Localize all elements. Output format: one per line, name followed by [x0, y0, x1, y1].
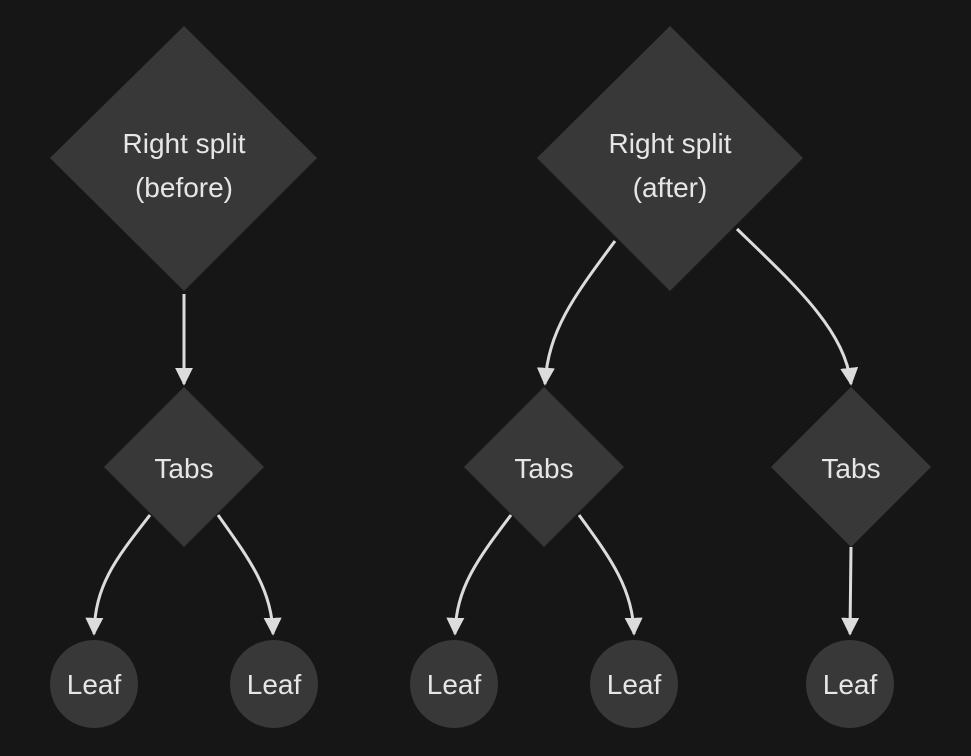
- edge-tabs-to-leaf-2: [216, 514, 282, 636]
- tabs-shape: [464, 387, 624, 547]
- tabs-shape: [104, 387, 264, 547]
- root-before-line1: Right split: [123, 128, 246, 159]
- tabs-node: Tabs: [464, 387, 624, 547]
- tabs-label: Tabs: [154, 453, 213, 484]
- tabs-shape: [771, 387, 931, 547]
- root-after-node: Right split (after): [537, 26, 803, 291]
- edge-root-after-to-tabs-2: [735, 227, 859, 386]
- root-after-shape: [537, 26, 803, 291]
- tabs-node: Tabs: [104, 387, 264, 547]
- leaf-label: Leaf: [427, 669, 482, 700]
- leaf-shape: [230, 640, 318, 728]
- root-after-line1: Right split: [609, 128, 732, 159]
- leaf-label: Leaf: [67, 669, 122, 700]
- leaf-node: Leaf: [50, 640, 138, 728]
- root-before-node: Right split (before): [50, 26, 317, 291]
- leaf-shape: [590, 640, 678, 728]
- before-tree: Right split (before) Tabs Leaf Leaf: [50, 26, 318, 728]
- edge-tabs-to-leaf-1: [85, 514, 152, 636]
- leaf-shape: [50, 640, 138, 728]
- leaf-label: Leaf: [247, 669, 302, 700]
- leaf-node: Leaf: [590, 640, 678, 728]
- leaf-shape: [806, 640, 894, 728]
- leaf-label: Leaf: [607, 669, 662, 700]
- edge-tabs-to-leaf-1: [446, 514, 513, 636]
- leaf-node: Leaf: [410, 640, 498, 728]
- after-tree: Right split (after) Tabs Tabs Leaf Leaf …: [410, 26, 931, 728]
- leaf-shape: [410, 640, 498, 728]
- edge-tabs-to-leaf-3: [841, 546, 860, 636]
- tabs-label: Tabs: [821, 453, 880, 484]
- tabs-node: Tabs: [771, 387, 931, 547]
- root-before-line2: (before): [135, 172, 233, 203]
- leaf-node: Leaf: [230, 640, 318, 728]
- leaf-label: Leaf: [823, 669, 878, 700]
- edge-tabs-to-leaf-2: [577, 514, 643, 636]
- root-before-shape: [50, 26, 317, 291]
- tabs-label: Tabs: [514, 453, 573, 484]
- root-after-line2: (after): [633, 172, 708, 203]
- leaf-node: Leaf: [806, 640, 894, 728]
- edge-root-after-to-tabs-1: [536, 240, 617, 386]
